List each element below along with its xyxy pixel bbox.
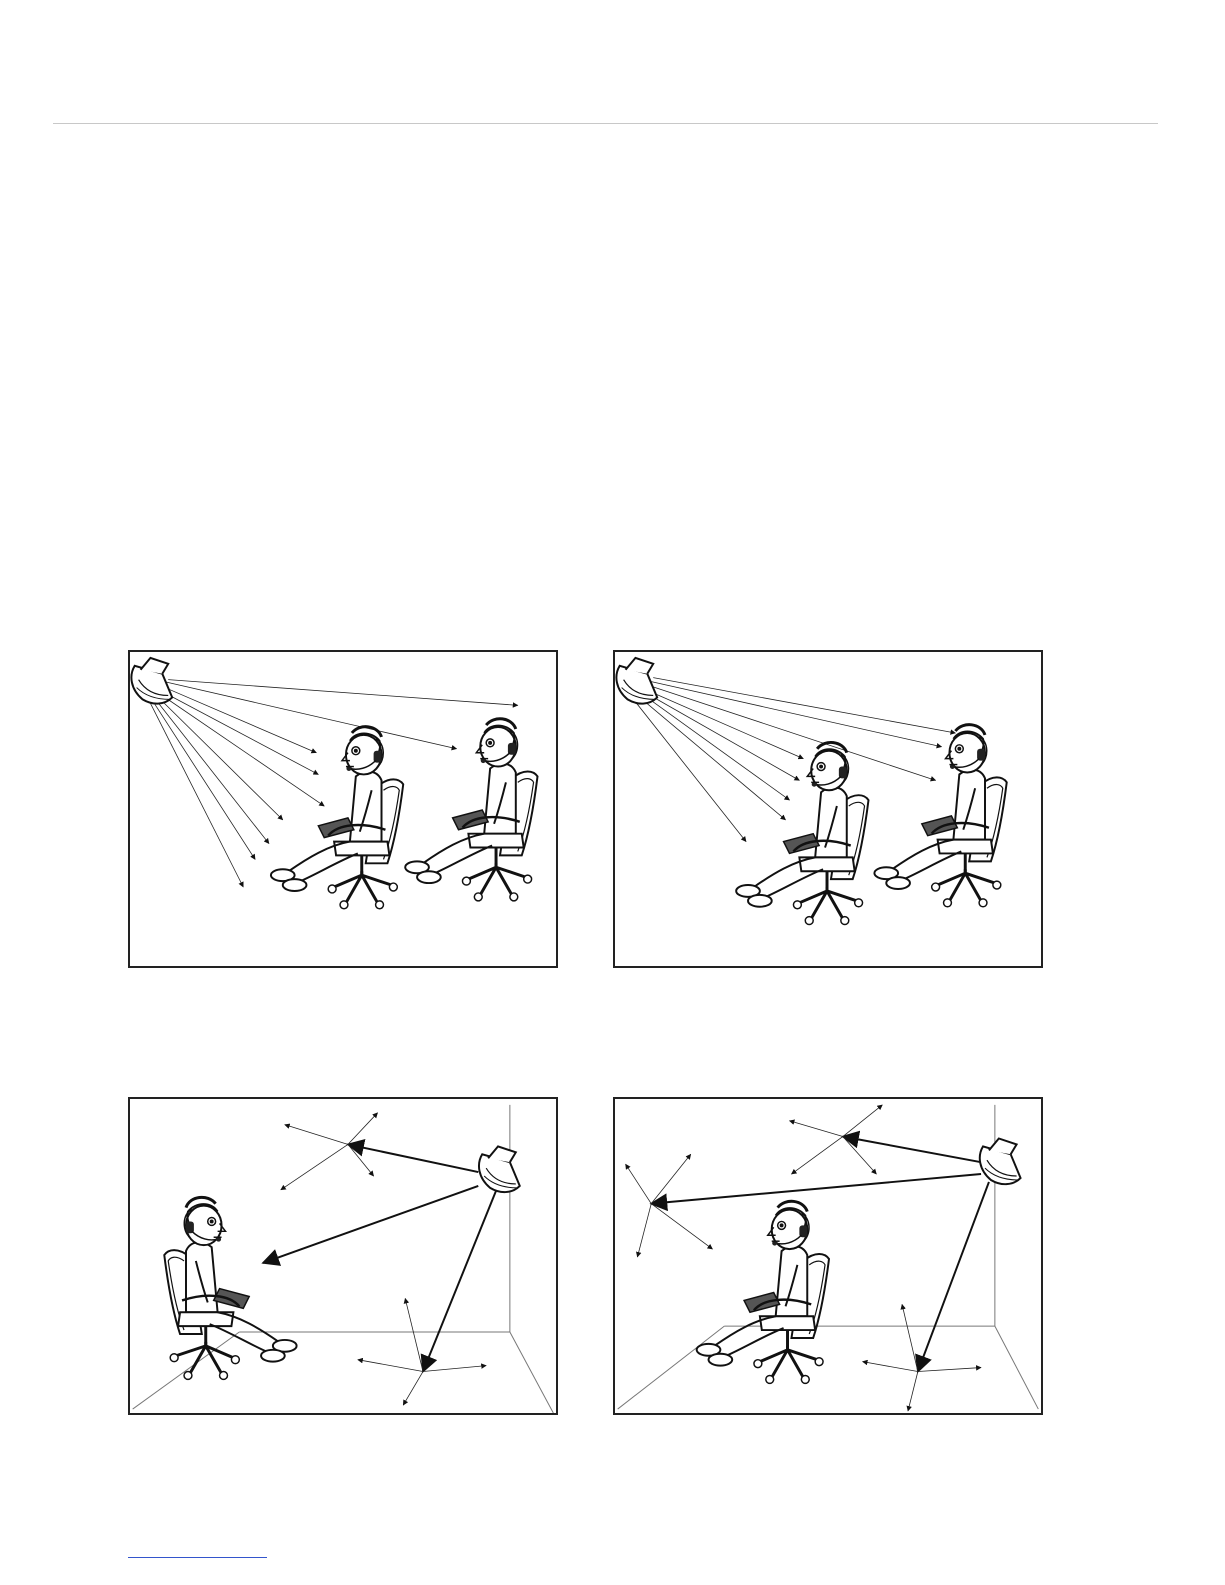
sound-ray xyxy=(156,691,324,806)
sound-ray xyxy=(641,693,789,800)
reflection-ray xyxy=(626,1164,652,1203)
reflection-ray xyxy=(423,1366,486,1372)
panel-directional-two-listeners xyxy=(128,650,558,968)
diagram-panel-1 xyxy=(130,652,556,966)
panel-directional-two-listeners-close xyxy=(613,650,1043,968)
reflection-ray xyxy=(358,1360,423,1372)
listener-figure-icon xyxy=(874,725,1006,907)
sound-ray xyxy=(263,1186,478,1263)
reflection-ray xyxy=(789,1121,842,1137)
reflection-ray xyxy=(403,1372,423,1406)
reflection-ray xyxy=(902,1304,918,1371)
reflection-ray-group xyxy=(281,1113,486,1405)
sound-ray xyxy=(653,678,955,733)
listener-figure-icon xyxy=(405,719,537,901)
listener-figure-icon xyxy=(697,1201,829,1383)
sound-ray xyxy=(651,1174,981,1204)
reflection-ray xyxy=(348,1113,378,1145)
sound-ray xyxy=(651,682,941,747)
sound-ray-group xyxy=(633,678,955,842)
listener-figure-icon xyxy=(164,1197,296,1379)
reflection-ray xyxy=(908,1372,918,1411)
listener-figure-icon xyxy=(736,742,868,924)
diagram-panel-4 xyxy=(615,1099,1041,1413)
reflection-ray xyxy=(918,1368,981,1372)
reflection-ray xyxy=(405,1298,423,1371)
sound-ray xyxy=(160,686,316,753)
diagram-panel-2 xyxy=(615,652,1041,966)
sound-ray xyxy=(423,1186,498,1372)
sound-ray-group xyxy=(148,680,517,887)
reflection-ray xyxy=(281,1144,348,1189)
reflection-ray xyxy=(791,1137,842,1175)
reflection-ray xyxy=(863,1362,918,1372)
sound-ray xyxy=(918,1182,989,1372)
sound-ray xyxy=(164,682,456,749)
reflection-ray xyxy=(651,1204,712,1249)
sound-ray xyxy=(150,697,255,859)
panel-room-reflections-left xyxy=(128,1097,558,1415)
sound-ray xyxy=(633,699,746,841)
speaker-icon xyxy=(131,658,172,704)
top-rule xyxy=(53,123,1158,124)
sound-ray xyxy=(643,691,799,780)
reflection-ray xyxy=(843,1105,882,1137)
sound-ray xyxy=(649,686,935,781)
panel-room-reflections-center xyxy=(613,1097,1043,1415)
speaker-icon xyxy=(980,1138,1021,1184)
sound-ray xyxy=(843,1137,981,1163)
diagram-panel-3 xyxy=(130,1099,556,1413)
footnote-rule xyxy=(128,1557,267,1558)
speaker-icon xyxy=(479,1146,520,1192)
sound-ray xyxy=(154,693,282,819)
sound-ray xyxy=(158,690,318,775)
reflection-ray xyxy=(637,1204,651,1257)
sound-ray xyxy=(168,680,518,706)
reflection-ray xyxy=(285,1125,348,1145)
reflection-ray xyxy=(651,1154,690,1203)
speaker-icon xyxy=(616,658,657,704)
sound-ray xyxy=(645,690,803,759)
sound-ray xyxy=(637,695,785,819)
listener-figure-icon xyxy=(271,727,403,909)
